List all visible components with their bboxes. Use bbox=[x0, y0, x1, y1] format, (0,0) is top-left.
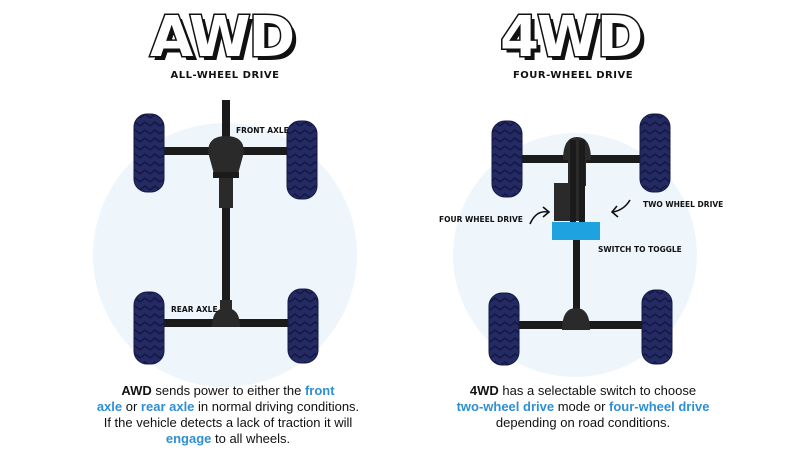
fwd-wheel-front-left bbox=[491, 120, 523, 198]
awd-drivetrain bbox=[133, 100, 319, 365]
awd-wheel-front-left bbox=[133, 113, 165, 193]
awd-desc-highlight-rear-axle: rear axle bbox=[140, 399, 195, 414]
fwd-desc-text-3: depending on road conditions. bbox=[495, 415, 671, 430]
awd-rear-differential bbox=[212, 300, 240, 327]
fwd-desc-highlight-two-wheel: two-wheel drive bbox=[456, 399, 555, 414]
awd-desc-text-2: or bbox=[122, 399, 141, 414]
awd-front-differential bbox=[208, 136, 244, 208]
fwd-desc-text-1: has a selectable switch to choose bbox=[498, 383, 697, 398]
two-wheel-arrow-icon bbox=[610, 199, 631, 218]
awd-desc-text-3: in normal driving conditions. bbox=[194, 399, 360, 414]
awd-desc-text-1: sends power to either the bbox=[151, 383, 305, 398]
awd-wheel-front-right bbox=[286, 120, 318, 200]
fwd-subtitle: FOUR-WHEEL DRIVE bbox=[512, 70, 634, 81]
awd-desc-highlight-axle: axle bbox=[96, 399, 123, 414]
fwd-drivetrain bbox=[488, 113, 673, 366]
awd-description: AWD sends power to either the front axle… bbox=[88, 383, 368, 447]
awd-desc-highlight-front: front bbox=[304, 383, 335, 398]
toggle-switch bbox=[552, 222, 600, 240]
awd-desc-text-5: to all wheels. bbox=[211, 431, 291, 446]
four-wheel-drive-label: FOUR WHEEL DRIVE bbox=[439, 215, 523, 224]
four-wheel-arrow-icon bbox=[529, 206, 551, 225]
fwd-wheel-front-right bbox=[639, 113, 671, 193]
awd-desc-text-4: If the vehicle detects a lack of tractio… bbox=[103, 415, 353, 430]
fwd-desc-text-2: mode or bbox=[554, 399, 610, 414]
front-axle-label: FRONT AXLE bbox=[236, 126, 289, 135]
switch-to-toggle-label: SWITCH TO TOGGLE bbox=[598, 245, 682, 254]
awd-wheel-rear-right bbox=[287, 288, 319, 364]
fwd-title: 4WD bbox=[498, 5, 644, 70]
fwd-wheel-rear-left bbox=[488, 292, 520, 366]
fwd-desc-highlight-four-wheel: four-wheel drive bbox=[609, 399, 710, 414]
awd-subtitle: ALL-WHEEL DRIVE bbox=[170, 70, 280, 81]
rear-axle-label: REAR AXLE bbox=[171, 305, 218, 314]
awd-title: AWD bbox=[148, 5, 296, 70]
two-wheel-drive-label: TWO WHEEL DRIVE bbox=[643, 200, 723, 209]
fwd-description: 4WD has a selectable switch to choose tw… bbox=[438, 383, 728, 431]
fwd-desc-abbr: 4WD bbox=[469, 383, 499, 398]
fwd-wheel-rear-right bbox=[641, 289, 673, 365]
awd-desc-abbr: AWD bbox=[121, 383, 152, 398]
awd-wheel-rear-left bbox=[133, 291, 165, 365]
awd-desc-highlight-engage: engage bbox=[165, 431, 212, 446]
